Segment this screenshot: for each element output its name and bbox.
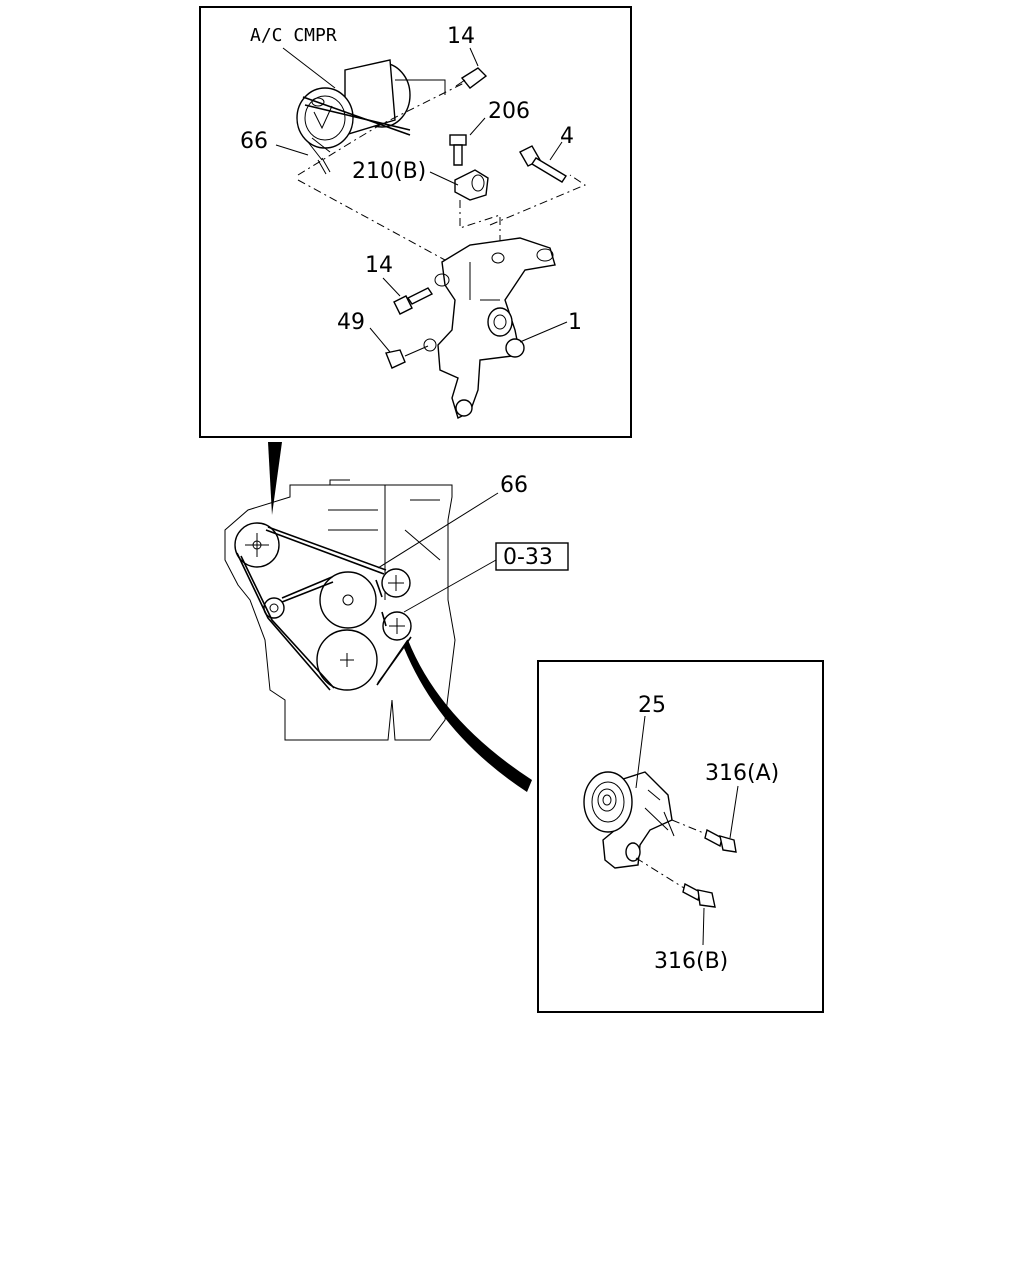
callout-pointer-top xyxy=(268,442,282,515)
part-label-14-upper: 14 xyxy=(447,24,475,49)
bottom-detail-panel: 25 316(A) 316(B) xyxy=(537,660,824,1013)
part-label-66-top: 66 xyxy=(240,129,268,154)
leader-316a xyxy=(729,785,739,839)
part-label-316a: 316(A) xyxy=(705,761,779,786)
bolt-206 xyxy=(449,134,467,166)
part-label-14-lower: 14 xyxy=(365,253,393,278)
pulley-crank-upper xyxy=(319,571,377,629)
guide-line-316a xyxy=(671,819,707,835)
guide-line xyxy=(459,200,501,250)
leader-210b xyxy=(429,171,459,186)
leader-206 xyxy=(469,117,486,136)
drive-belt xyxy=(236,552,335,691)
pulley-ac xyxy=(234,522,280,568)
leader-ac-cmpr xyxy=(282,47,336,89)
part-label-316b: 316(B) xyxy=(654,949,728,974)
guide-line-316b xyxy=(635,857,685,889)
reference-box-0-33 xyxy=(495,542,569,571)
leader-49 xyxy=(369,327,391,353)
ac-cmpr-label: A/C CMPR xyxy=(250,25,337,46)
drive-belt xyxy=(376,636,412,686)
pulley-crank-lower xyxy=(316,629,378,691)
part-label-49: 49 xyxy=(337,310,365,335)
part-label-4: 4 xyxy=(560,124,574,149)
guide-line xyxy=(297,79,471,176)
leader-4 xyxy=(549,141,563,161)
leader-14-upper xyxy=(469,47,479,67)
leader-66-engine xyxy=(377,492,499,569)
bracket-1 xyxy=(423,237,556,419)
engine-block-outline xyxy=(224,484,456,741)
leader-0-33 xyxy=(403,559,497,613)
drive-belt xyxy=(375,579,387,627)
reference-label-0-33: 0-33 xyxy=(503,545,553,570)
leader-25 xyxy=(635,715,646,789)
part-label-66-engine: 66 xyxy=(500,473,528,498)
leader-316b xyxy=(702,907,705,946)
drive-belt xyxy=(265,529,385,575)
bolt-316a xyxy=(704,828,737,853)
top-detail-panel: A/C CMPR 14 206 4 66 xyxy=(199,6,632,438)
part-label-1: 1 xyxy=(568,310,582,335)
pulley-idler-right xyxy=(382,611,412,641)
clip-210b xyxy=(454,169,489,201)
leader-66-top xyxy=(275,144,309,156)
engine-front-view: 66 0-33 xyxy=(224,473,569,741)
engine-block-detail xyxy=(328,499,441,561)
top-panel-frame xyxy=(199,6,632,438)
drive-belt xyxy=(281,576,334,603)
drive-belt xyxy=(267,526,387,571)
ac-compressor xyxy=(296,59,446,175)
part-label-25: 25 xyxy=(638,693,666,718)
leader-1 xyxy=(519,321,568,343)
callout-pointer-bottom xyxy=(404,640,532,792)
bottom-panel-frame xyxy=(537,660,824,1013)
pulley-tensioner xyxy=(381,568,411,598)
part-label-210b: 210(B) xyxy=(352,159,426,184)
tensioner-25 xyxy=(583,771,675,869)
leader-14-lower xyxy=(382,277,401,297)
bolt-4 xyxy=(519,145,567,183)
bolt-14-upper xyxy=(455,67,488,89)
guide-line xyxy=(297,179,446,261)
bolt-316b xyxy=(682,882,716,908)
bolt-14-lower xyxy=(393,287,434,315)
part-label-206: 206 xyxy=(488,99,530,124)
guide-line xyxy=(489,174,587,226)
nut-49 xyxy=(385,345,429,369)
